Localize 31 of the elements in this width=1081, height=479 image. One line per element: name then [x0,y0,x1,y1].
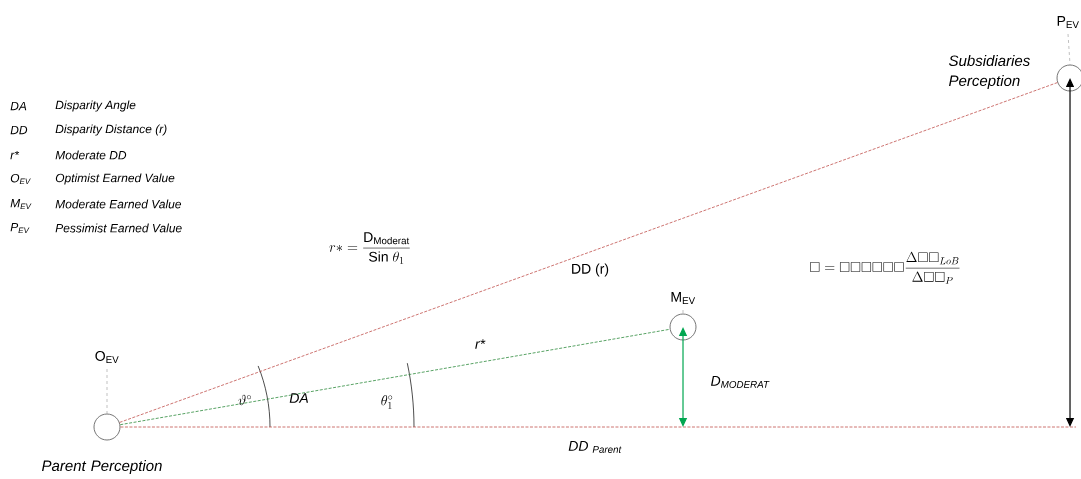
node-label: P$_{EV}$ [1057,16,1079,28]
definition: Disparity Distance (r) [55,124,167,136]
angle-label: DA [289,393,308,403]
definition: Pessimist Earned Value [55,223,182,233]
formula: $r* = \frac{\mathrm{D}_{\mathrm{Moderat}}}{\mathrm{Sin}\ \theta_1}$ [329,232,410,264]
definition: Moderate Earned Value [55,199,182,209]
node-label: Subsidiaries Perception [948,55,1030,89]
node-label: M$_{EV}$ [671,292,696,304]
angle-label: $\theta_1^{\circ}$ [381,395,393,409]
abbreviation: M$_{EV}$ [10,199,32,210]
abbreviation: DD [10,125,28,135]
abbreviation: r* [10,150,20,160]
edge-label: r* [473,338,487,350]
node-label: O$_{EV}$ [95,351,119,363]
dashed-line [119,328,671,426]
definition: Disparity Angle [55,100,136,112]
angle-label: $\vartheta^{\circ}$ [238,394,251,406]
definition: Moderate DD [55,150,127,160]
arrow [678,327,688,427]
edge-label: D$_{MODERAT}$ [709,375,771,389]
edge-label: DD (r) [569,262,611,278]
abbreviation: O$_{EV}$ [10,173,31,185]
definition: Optimist Earned Value [55,173,175,185]
abbreviation: P$_{EV}$ [10,223,30,234]
arrow [1065,78,1075,427]
dashed-line [119,82,1058,423]
dashed-line [120,426,1077,428]
node-label: Parent Perception [42,460,162,474]
edge-label: DD $_{Parent}$ [567,440,623,454]
abbreviation: DA [10,101,27,111]
formula: $\square = \square\square\square\square\square\square\frac{\Delta\square\square_{LoB}}{\Delta\square\square_{P}}$ [810,251,960,284]
